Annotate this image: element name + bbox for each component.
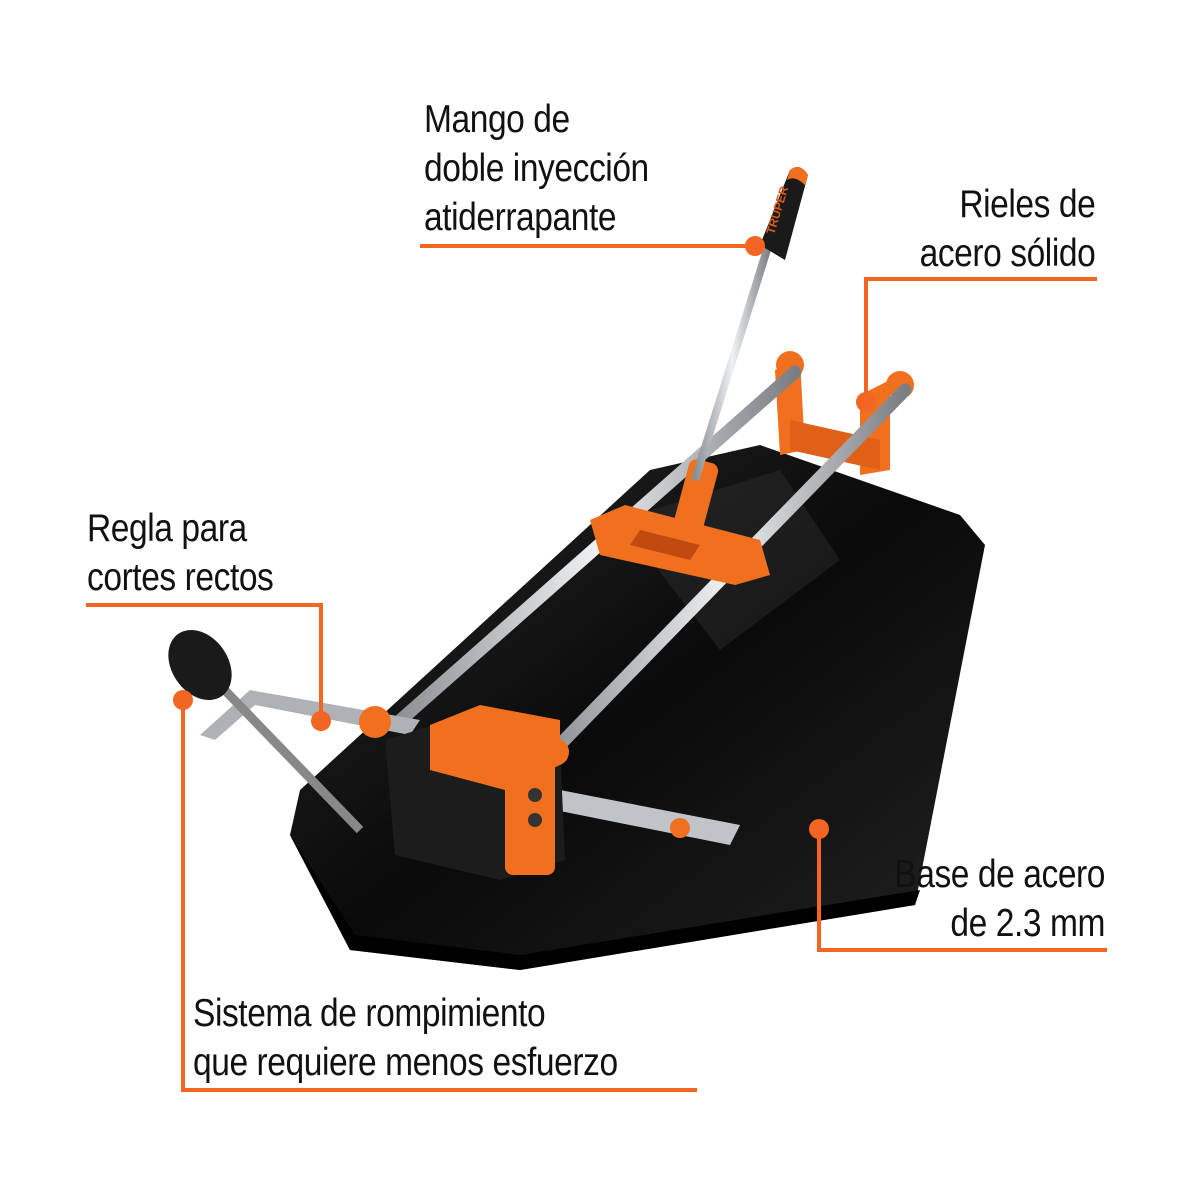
callout-dots [173,236,876,839]
callout-base-line1: Base de acero [894,853,1105,896]
callout-line-regla [86,603,323,721]
callout-line-sistema [181,700,697,1092]
callout-line-base [817,829,1107,952]
callout-line-rieles [864,277,1097,402]
callout-sistema: Sistema de rompimiento que requiere meno… [193,989,618,1087]
callout-dot-regla [311,711,331,731]
callout-mango: Mango de doble inyección atiderrapante [424,95,649,242]
callout-dot-sistema [173,690,193,710]
callout-dot-base [809,819,829,839]
callout-base-line2: de 2.3 mm [950,902,1105,945]
callout-sistema-line2: que requiere menos esfuerzo [193,1041,618,1084]
callout-rieles-line2: acero sólido [919,232,1095,275]
callout-regla: Regla para cortes rectos [87,504,274,602]
callout-mango-line3: atiderrapante [424,196,617,239]
breaking-system-lever [168,629,364,834]
callout-regla-line2: cortes rectos [87,556,274,599]
lever-handle: TRUPER [691,166,808,482]
callout-mango-line2: doble inyección [424,147,649,190]
callout-lines [86,244,1107,1092]
cutting-carriage [590,459,770,585]
callout-sistema-line1: Sistema de rompimiento [193,992,546,1035]
callout-dot-rieles [856,392,876,412]
callout-mango-line1: Mango de [424,98,570,141]
callout-regla-line1: Regla para [87,507,247,550]
callout-rieles-line1: Rieles de [959,183,1095,226]
front-cutting-head [359,705,569,880]
callout-rieles: Rieles de acero sólido [919,180,1095,278]
callout-dot-mango [745,236,765,256]
straight-cut-ruler [200,690,740,845]
callout-base: Base de acero de 2.3 mm [894,850,1105,948]
